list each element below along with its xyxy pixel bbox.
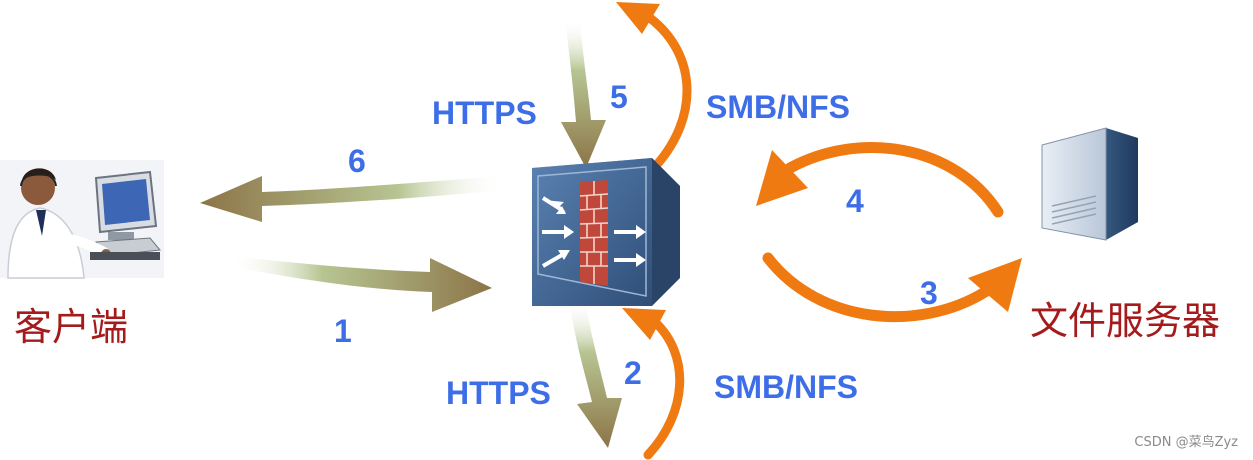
arrow-orange-up-top [616, 2, 692, 175]
arrow-3-firewall-to-server [762, 252, 1022, 323]
step-5-label: 5 [610, 79, 628, 115]
file-server-label: 文件服务器 [1030, 299, 1220, 343]
arrow-6-firewall-to-client [200, 176, 505, 222]
step-3-label: 3 [920, 275, 938, 311]
smb-nfs-bottom-label: SMB/NFS [714, 369, 858, 405]
arrow-2-https-down [569, 300, 622, 448]
step-1-label: 1 [334, 313, 352, 349]
client-label: 客户端 [14, 305, 128, 349]
arrow-4-server-to-firewall [756, 142, 1004, 218]
smb-nfs-top-label: SMB/NFS [706, 89, 850, 125]
arrow-1-client-to-firewall [230, 256, 492, 312]
step-4-label: 4 [846, 183, 864, 219]
https-bottom-label: HTTPS [446, 375, 551, 411]
file-server-icon [1041, 127, 1138, 241]
https-top-label: HTTPS [432, 95, 537, 131]
traffic-arrows-icon [541, 196, 646, 268]
brick-wall-icon [579, 180, 609, 286]
arrow-orange-up-bottom [622, 308, 685, 460]
step-6-label: 6 [348, 143, 366, 179]
client-computer-icon [0, 160, 164, 279]
step-2-label: 2 [624, 355, 642, 391]
arrow-5-https-down [561, 18, 606, 168]
watermark: CSDN @菜鸟Zyz [1134, 434, 1238, 450]
firewall-icon [532, 158, 680, 306]
